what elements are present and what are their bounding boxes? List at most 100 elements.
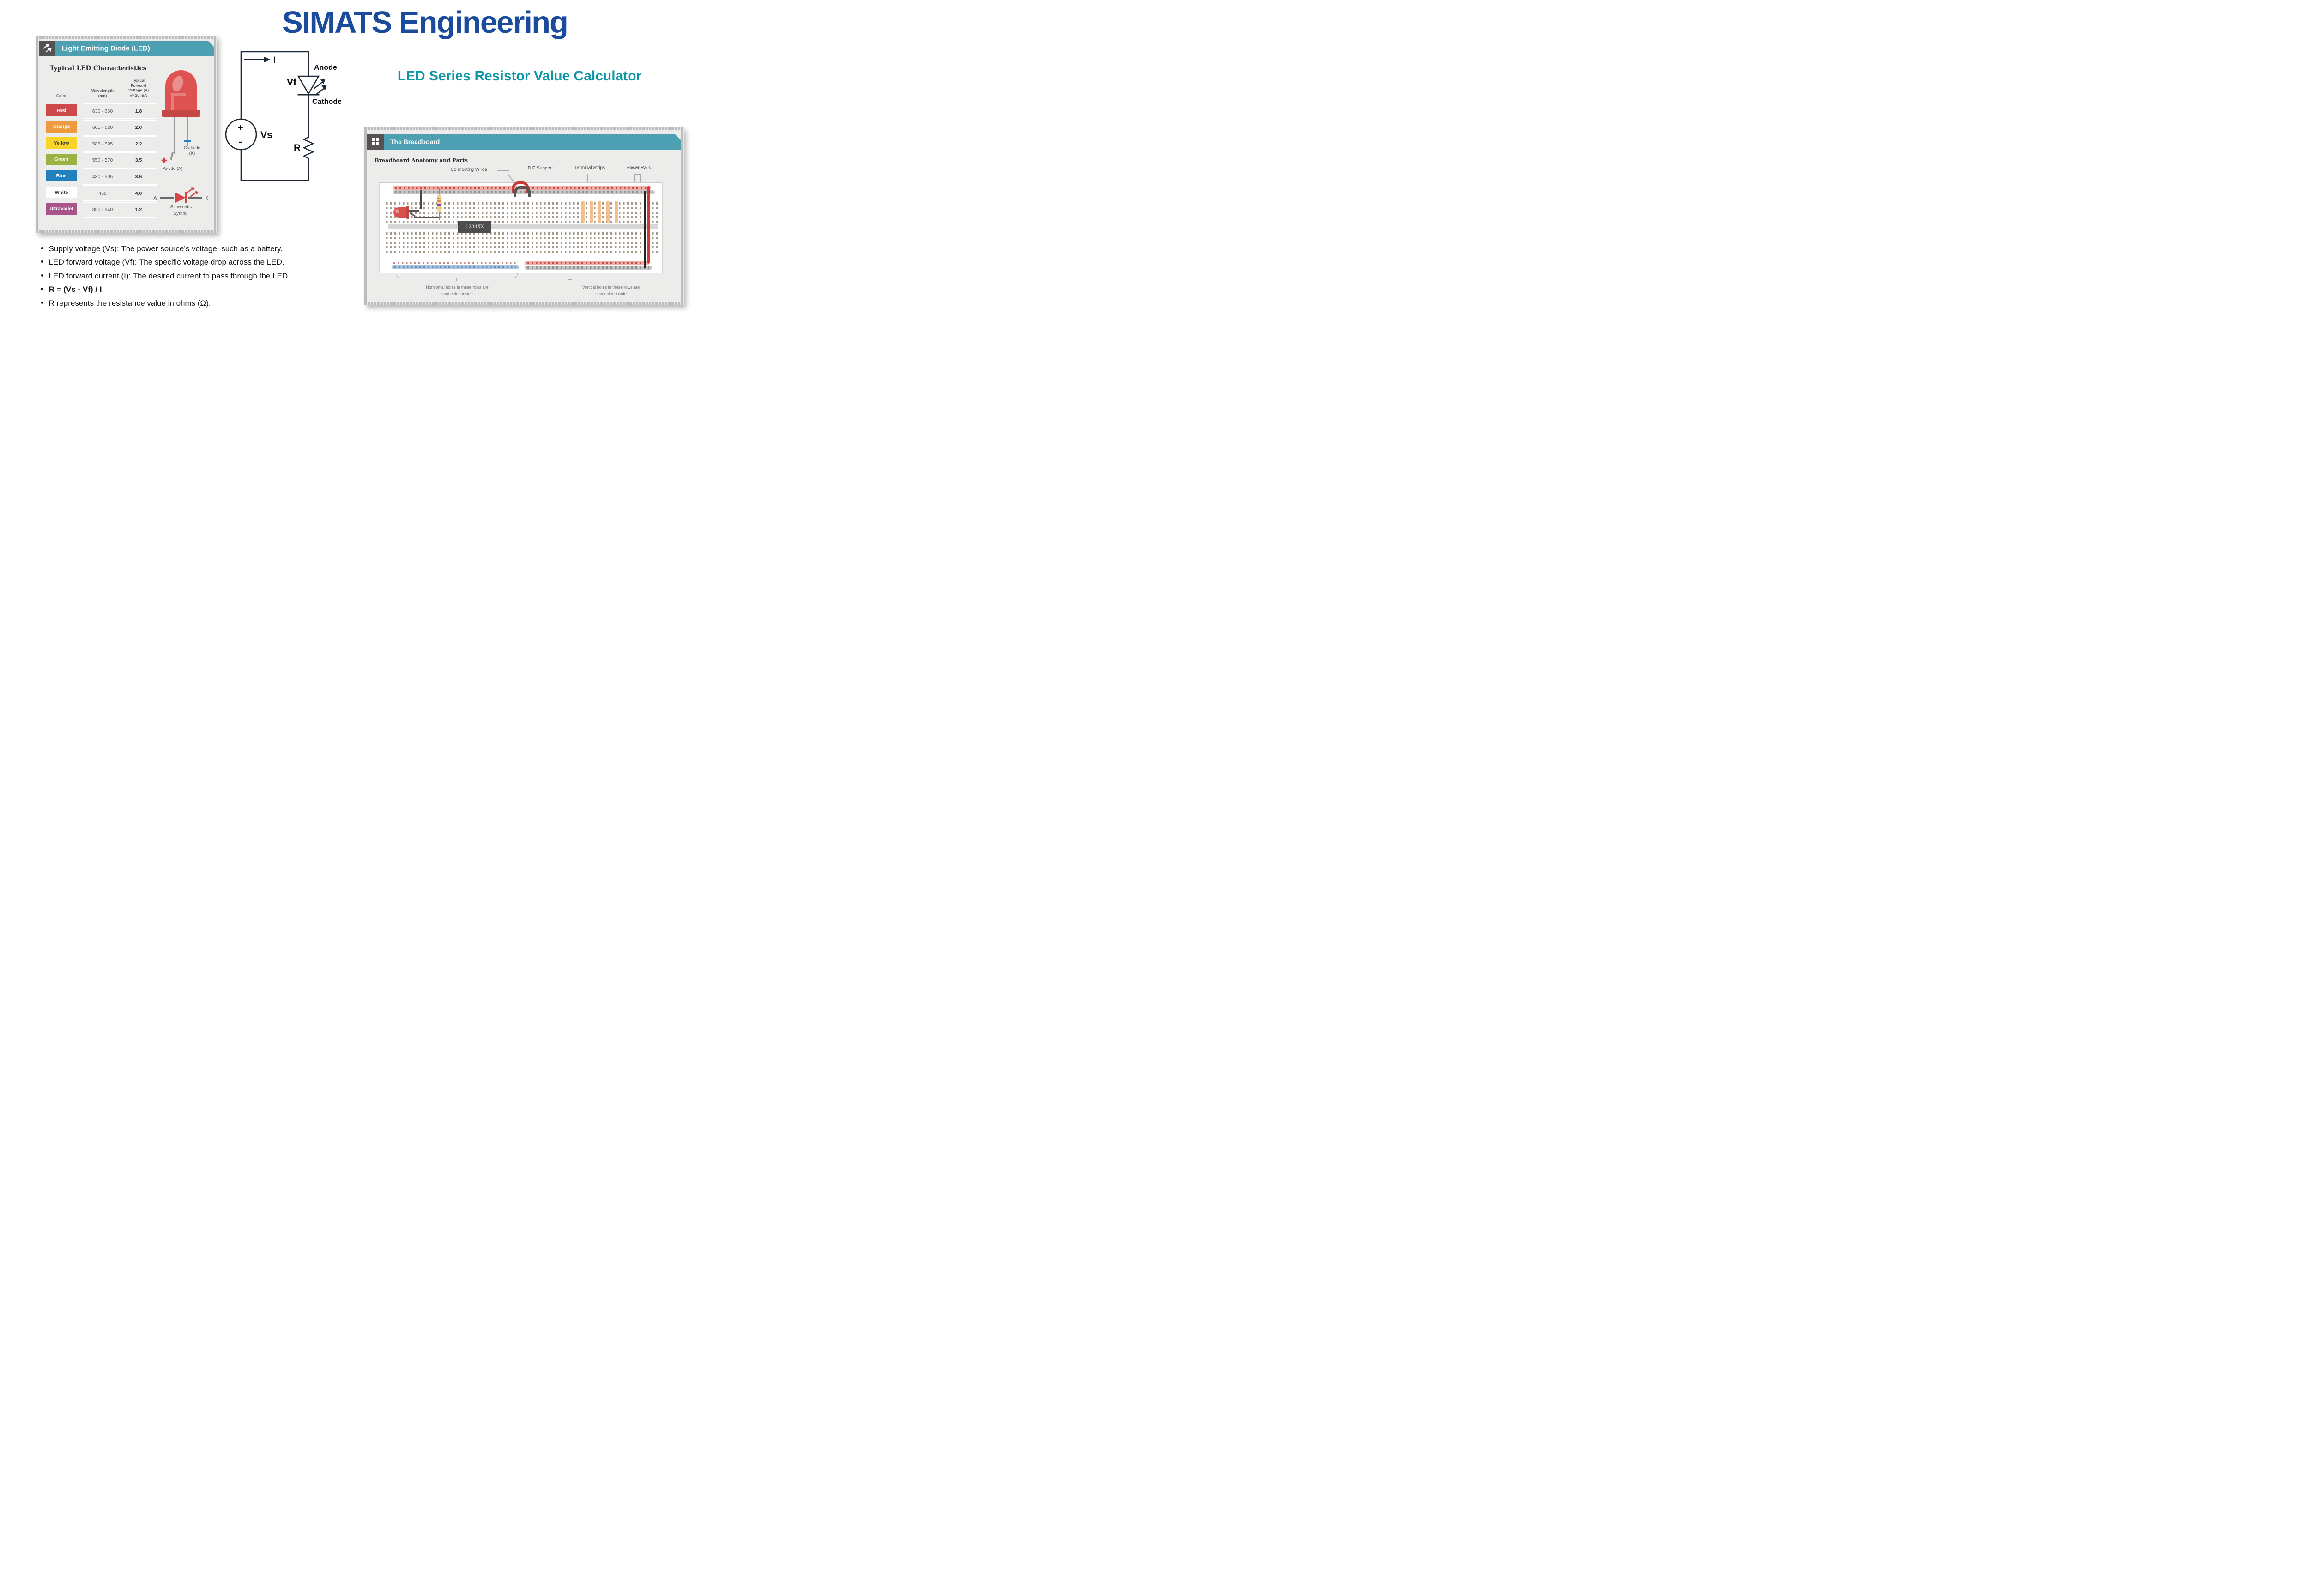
breadboard-board: 1234XX <box>379 181 663 273</box>
chip-pin-dot <box>458 229 459 231</box>
power-wire-red <box>647 186 650 264</box>
pointer-power-rails-h <box>634 174 640 175</box>
wavelength-value: 605 - 620 <box>92 125 113 131</box>
hole-row <box>386 216 659 218</box>
ground-rail-bottom-right <box>525 266 652 270</box>
ground-rail-bottom-left <box>392 265 519 269</box>
voltage-value: 1.2 <box>135 207 142 213</box>
hole-row <box>386 242 659 244</box>
chip-pin-dot <box>458 223 459 225</box>
led-schematic-symbol: A K <box>153 187 209 203</box>
resistor-band <box>437 207 441 209</box>
pointer-power-rails-v1 <box>634 174 635 185</box>
row-values: 550 - 570 3.5 <box>83 152 157 169</box>
color-swatch: Red <box>46 104 77 116</box>
color-swatch: Blue <box>46 170 77 182</box>
ic-chip: 1234XX <box>458 221 491 233</box>
figure-anode-label: Anode (A) <box>163 166 183 171</box>
color-name: Blue <box>56 173 67 179</box>
hole-row <box>386 237 659 239</box>
color-name: Orange <box>53 124 70 130</box>
label-dip-support: DIP Support <box>527 166 553 171</box>
hole-row <box>386 251 659 253</box>
note-text: R represents the resistance value in ohm… <box>48 298 211 308</box>
wavelength-value: 430 - 505 <box>92 174 113 180</box>
voltage-value: 3.6 <box>135 174 142 180</box>
wavelength-value: 585 - 595 <box>92 141 113 147</box>
led-card-title: Light Emitting Diode (LED) <box>62 44 150 53</box>
terminal-strip-highlight <box>581 201 585 223</box>
ic-chip-label: 1234XX <box>465 224 484 230</box>
led-table-row: Blue 430 - 505 3.6 <box>46 169 157 185</box>
bullet-icon: • <box>41 271 44 281</box>
page-title: SIMATS Engineering <box>282 5 568 40</box>
breadboard-card-title: The Breadboard <box>390 138 440 145</box>
terminal-strip-highlight <box>615 201 618 223</box>
figure-cathode-label: Cathode (K) <box>184 145 200 157</box>
brace-tick <box>456 278 457 281</box>
wavelength-value: 850 - 940 <box>92 207 113 213</box>
color-name: White <box>54 189 68 195</box>
wavelength-value: 630 - 660 <box>92 108 113 114</box>
page: SIMATS Engineering LED Series Resistor V… <box>0 0 709 355</box>
power-rail-bottom-right <box>525 261 649 265</box>
color-name: Green <box>54 157 69 163</box>
led-lead-1 <box>409 210 419 212</box>
voltage-value: 1.8 <box>135 108 142 114</box>
led-table-row: Green 550 - 570 3.5 <box>46 152 157 169</box>
led-characteristics-card: Light Emitting Diode (LED) Typical LED C… <box>36 36 217 233</box>
terminal-strip-highlight <box>590 201 593 223</box>
ray-arrowhead-1 <box>320 79 326 84</box>
led-table-row: Yellow 585 - 595 2.2 <box>46 136 157 152</box>
col-header-wavelength: Wavelength (nm) <box>91 88 114 98</box>
color-name: Red <box>57 107 66 113</box>
breadboard-card: The Breadboard Breadboard Anatomy and Pa… <box>364 127 684 305</box>
schematic-symbol-label: Schematic Symbol <box>170 205 192 216</box>
led-light-ray-2 <box>315 87 325 96</box>
col-header-voltage: Typical Forward Voltage (V) @ 20 mA <box>128 78 149 98</box>
hole-row <box>386 232 659 235</box>
note-text: R = (Vs - Vf) / I <box>48 285 102 294</box>
schematic-cathode-letter: K <box>205 195 209 201</box>
resistor-symbol <box>303 134 314 161</box>
led-table-row: Orange 605 - 620 2.0 <box>46 119 157 136</box>
vf-label: Vf <box>287 77 297 88</box>
col-header-color: Color <box>56 93 67 98</box>
anode-label: Anode <box>314 64 337 72</box>
resistor-band <box>437 198 441 199</box>
terminal-strip-highlight <box>606 201 610 223</box>
schematic-anode-letter: A <box>153 195 157 201</box>
led-circuit-diagram: I Anode Vf Cathode R Vs + - <box>225 51 341 181</box>
led-leg-anode <box>174 117 175 154</box>
row-values: 450 4.0 <box>83 185 157 201</box>
hole-row <box>386 207 659 209</box>
terminal-strip-highlight <box>598 201 601 223</box>
led-section-title: Typical LED Characteristics <box>50 65 147 72</box>
caption-vertical-holes: Vertical holes in these rows are connect… <box>582 285 640 296</box>
label-terminal-strips: Terminal Strips <box>574 165 605 170</box>
current-label: I <box>273 55 276 65</box>
breadboard-led-flange <box>406 206 409 219</box>
note-item: • R represents the resistance value in o… <box>41 298 364 309</box>
wavelength-value: 450 <box>98 190 107 196</box>
color-swatch: Yellow <box>46 137 77 149</box>
breadboard-led-body <box>393 207 407 218</box>
led-light-ray-1 <box>314 81 324 89</box>
note-text: LED forward current (I): The desired cur… <box>48 271 290 280</box>
hole-row <box>386 212 659 214</box>
label-power-rails: Power Rails <box>626 165 651 170</box>
voltage-source-symbol <box>225 118 257 151</box>
jumper-wire-black <box>420 190 422 209</box>
pointer-power-rails-v2 <box>640 174 641 189</box>
led-card-header: Light Emitting Diode (LED) <box>55 41 214 56</box>
pointer-caption-right-tick <box>568 279 572 280</box>
color-name: Ultraviolet <box>49 206 73 212</box>
notes-list: • Supply voltage (Vs): The power source’… <box>41 244 364 312</box>
row-values: 850 - 940 1.2 <box>83 201 157 218</box>
led-bulb-die <box>171 93 186 114</box>
led-triangle <box>297 75 320 95</box>
ray-arrowhead-2 <box>321 85 327 91</box>
cathode-label: Cathode <box>312 98 341 106</box>
color-swatch: Orange <box>46 121 77 133</box>
bottom-left-holes <box>393 262 517 265</box>
